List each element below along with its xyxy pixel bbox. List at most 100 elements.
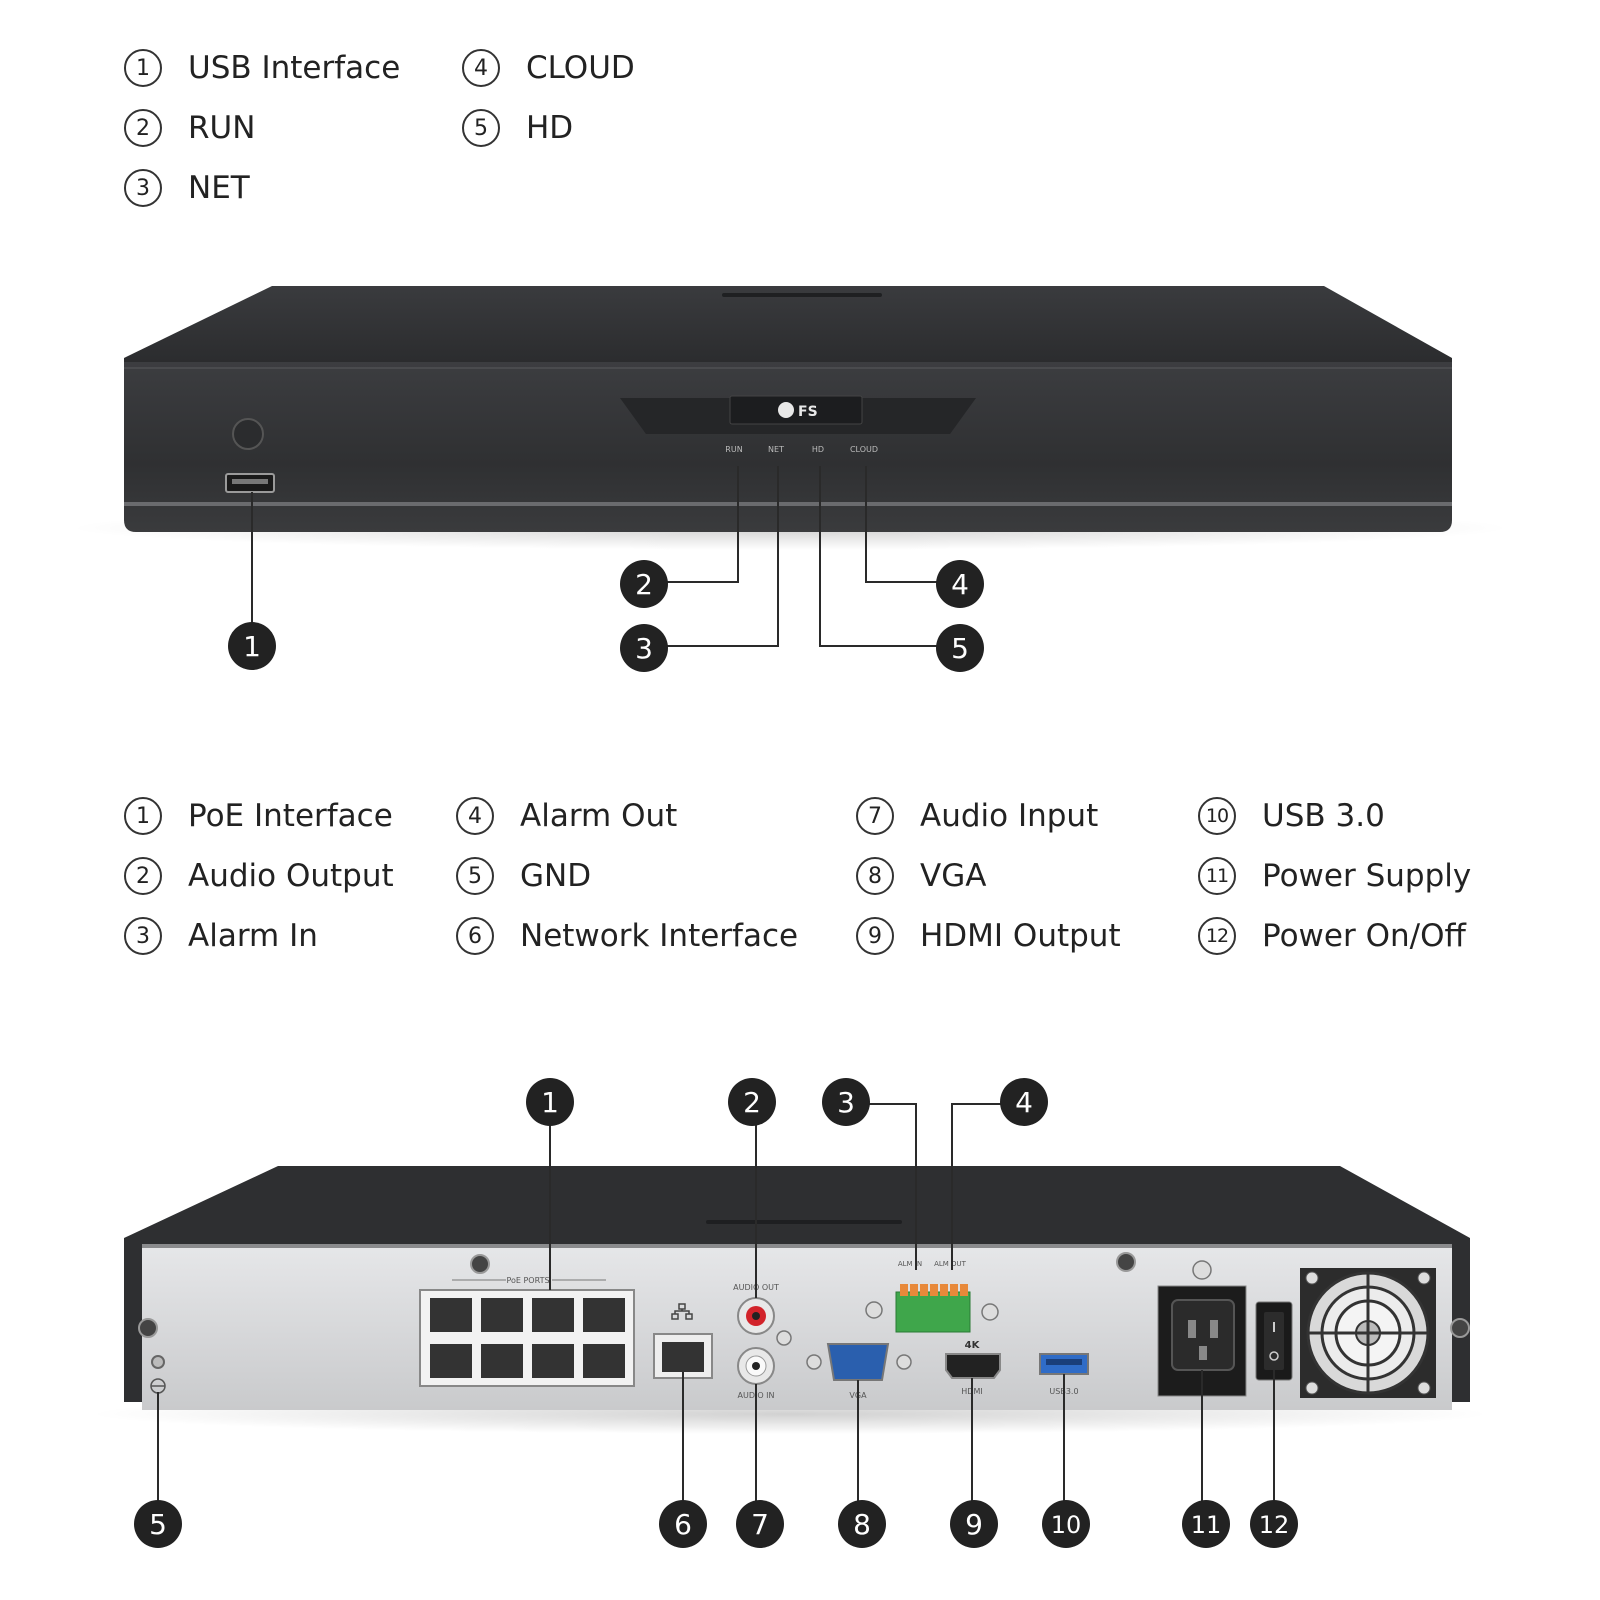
usb3-port-tongue xyxy=(1046,1359,1082,1365)
network-port-icon[interactable] xyxy=(662,1342,704,1372)
front-top-vent xyxy=(722,293,882,297)
rear-legend-number: 12 xyxy=(1198,917,1236,955)
rear-legend-item-5: 5 GND xyxy=(456,854,591,898)
poe-ports-label: PoE PORTS xyxy=(506,1276,549,1285)
callout-line-net xyxy=(664,466,779,647)
poe-port-icon[interactable] xyxy=(532,1344,574,1378)
front-ir-window-icon xyxy=(232,418,264,450)
front-logo-text: FS xyxy=(798,404,818,420)
poe-ports xyxy=(430,1298,625,1378)
power-pin xyxy=(1210,1320,1218,1338)
rear-callout-number: 6 xyxy=(674,1508,692,1541)
rear-legend-label: Alarm In xyxy=(188,918,318,954)
alarm-in-terminal-icon[interactable] xyxy=(920,1284,928,1296)
front-callout-5: 5 xyxy=(936,624,984,672)
rear-legend-item-8: 8 VGA xyxy=(856,854,986,898)
rear-legend-item-3: 3 Alarm In xyxy=(124,914,318,958)
rear-callout-10: 10 xyxy=(1042,1500,1090,1548)
callout-line-alarm-in xyxy=(868,1103,917,1270)
front-panel xyxy=(124,362,1452,532)
rear-legend-label: GND xyxy=(520,858,592,894)
poe-port-icon[interactable] xyxy=(583,1344,625,1378)
rear-legend-item-7: 7 Audio Input xyxy=(856,794,1098,838)
power-switch-rocker xyxy=(1264,1312,1284,1370)
rear-legend-label: VGA xyxy=(920,858,987,894)
rear-callouts: 1 2 3 4 5 6 7 8 xyxy=(134,1078,1298,1548)
hdmi-port-icon[interactable] xyxy=(945,1353,1001,1379)
poe-port-icon[interactable] xyxy=(481,1344,523,1378)
poe-port-icon[interactable] xyxy=(532,1298,574,1332)
rear-callout-7: 7 xyxy=(736,1500,784,1548)
poe-port-icon[interactable] xyxy=(430,1298,472,1332)
rear-legend-label: Power On/Off xyxy=(1262,918,1466,954)
front-callout-lines xyxy=(251,466,938,647)
front-legend-label: HD xyxy=(526,110,574,146)
front-usb-port-tongue xyxy=(232,479,268,484)
vga-port-icon[interactable] xyxy=(826,1343,890,1381)
audio-input-hole xyxy=(752,1362,760,1370)
rear-legend-item-11: 11 Power Supply xyxy=(1198,854,1471,898)
rear-legend-number: 1 xyxy=(124,797,162,835)
alarm-out-terminal-icon[interactable] xyxy=(940,1284,948,1296)
led-label-run: RUN xyxy=(725,445,742,454)
rear-top-cover xyxy=(124,1166,1470,1402)
alarm-in-terminal-icon[interactable] xyxy=(900,1284,908,1296)
rear-screw-icon xyxy=(470,1254,490,1274)
rear-legend-item-12: 12 Power On/Off xyxy=(1198,914,1466,958)
rear-legend-label: Power Supply xyxy=(1262,858,1472,894)
fan-screw-icon xyxy=(1305,1381,1319,1395)
poe-port-icon[interactable] xyxy=(583,1298,625,1332)
front-legend-item-3: 3 NET xyxy=(124,166,250,210)
front-callout-1: 1 xyxy=(228,622,276,670)
front-legend-number: 2 xyxy=(124,109,162,147)
rear-legend-number: 9 xyxy=(856,917,894,955)
rear-callout-number: 4 xyxy=(1015,1086,1033,1119)
ground-terminal-icon[interactable] xyxy=(151,1355,165,1369)
network-symbol-icon xyxy=(671,1303,693,1320)
alarm-in-terminal-icon[interactable] xyxy=(930,1284,938,1296)
rear-callout-9: 9 xyxy=(950,1500,998,1548)
fan-icon xyxy=(1300,1268,1436,1398)
rear-callout-5: 5 xyxy=(134,1500,182,1548)
rear-legend-label: PoE Interface xyxy=(188,798,393,834)
alarm-out-label: ALM OUT xyxy=(934,1260,967,1268)
front-callout-3: 3 xyxy=(620,624,668,672)
poe-port-icon[interactable] xyxy=(430,1344,472,1378)
rear-legend-label: USB 3.0 xyxy=(1262,798,1385,834)
front-callout-number: 5 xyxy=(951,632,969,665)
rear-legend-item-1: 1 PoE Interface xyxy=(124,794,393,838)
front-legend-number: 1 xyxy=(124,49,162,87)
front-bottom-trim xyxy=(124,502,1452,506)
rear-legend-number: 11 xyxy=(1198,857,1236,895)
alarm-terminal-screws xyxy=(900,1284,968,1296)
rear-callout-3: 3 xyxy=(822,1078,870,1126)
rear-callout-2: 2 xyxy=(728,1078,776,1126)
rear-callout-number: 9 xyxy=(965,1508,983,1541)
rear-callout-11: 11 xyxy=(1182,1500,1230,1548)
front-callout-number: 3 xyxy=(635,632,653,665)
rear-legend-number: 7 xyxy=(856,797,894,835)
alarm-in-terminal-icon[interactable] xyxy=(910,1284,918,1296)
rear-legend-item-6: 6 Network Interface xyxy=(456,914,798,958)
rear-legend-number: 6 xyxy=(456,917,494,955)
rear-callout-4: 4 xyxy=(1000,1078,1048,1126)
alarm-out-terminal-icon[interactable] xyxy=(960,1284,968,1296)
poe-port-icon[interactable] xyxy=(481,1298,523,1332)
rear-callout-number: 3 xyxy=(837,1086,855,1119)
rear-callout-1: 1 xyxy=(526,1078,574,1126)
rear-legend-label: Audio Input xyxy=(920,798,1099,834)
power-pin xyxy=(1188,1320,1196,1338)
rear-screw-icon xyxy=(1116,1252,1136,1272)
callout-line-alarm-out xyxy=(951,1103,1002,1270)
front-callouts: 1 2 3 4 5 xyxy=(228,560,984,672)
rear-callout-8: 8 xyxy=(838,1500,886,1548)
front-callout-number: 1 xyxy=(243,630,261,663)
rear-legend-number: 8 xyxy=(856,857,894,895)
rear-legend-item-10: 10 USB 3.0 xyxy=(1198,794,1385,838)
front-top-cover xyxy=(124,286,1452,368)
rear-screw-icon xyxy=(776,1330,792,1346)
rear-legend-label: Audio Output xyxy=(188,858,394,894)
rear-screw-icon xyxy=(138,1318,158,1338)
rear-screw-icon xyxy=(865,1301,883,1319)
alarm-out-terminal-icon[interactable] xyxy=(950,1284,958,1296)
